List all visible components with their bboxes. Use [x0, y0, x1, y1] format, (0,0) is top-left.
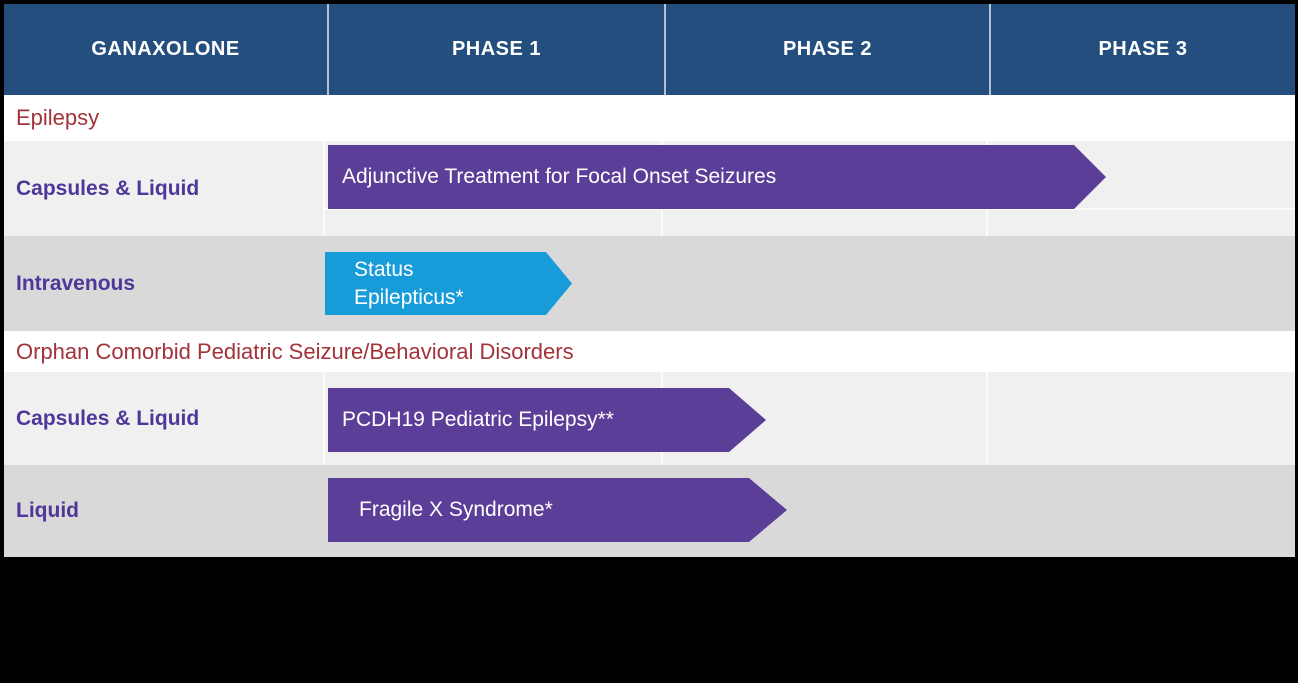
grid-hline	[324, 208, 1295, 210]
header-cell-ganaxolone: GANAXOLONE	[4, 4, 327, 95]
pipeline-bar-pcdh19: PCDH19 Pediatric Epilepsy**	[328, 388, 766, 452]
pipeline-bar-focal-onset: Adjunctive Treatment for Focal Onset Sei…	[328, 145, 1106, 209]
slide-footer-black-area	[0, 557, 1298, 683]
section-label: Orphan Comorbid Pediatric Seizure/Behavi…	[16, 338, 574, 364]
header-cell-phase-3: PHASE 3	[991, 4, 1295, 95]
section-row-orphan-comorbid: Orphan Comorbid Pediatric Seizure/Behavi…	[4, 331, 1295, 372]
bar-label: Adjunctive Treatment for Focal Onset Sei…	[342, 165, 777, 189]
header-cell-phase-1: PHASE 1	[329, 4, 664, 95]
bar-label: PCDH19 Pediatric Epilepsy**	[342, 408, 614, 432]
row-label: Capsules & Liquid	[16, 176, 200, 200]
header-row: GANAXOLONE PHASE 1 PHASE 2 PHASE 3	[4, 4, 1295, 95]
section-row-epilepsy: Epilepsy	[4, 95, 1295, 141]
grid-vline	[323, 372, 325, 465]
row-label: Capsules & Liquid	[16, 406, 200, 430]
bar-label: Fragile X Syndrome*	[359, 498, 553, 522]
program-row-intravenous: Intravenous	[4, 236, 1295, 331]
pipeline-bar-status-epilepticus: Status Epilepticus*	[325, 252, 572, 315]
row-label: Liquid	[16, 499, 79, 522]
pipeline-bar-fragile-x: Fragile X Syndrome*	[328, 478, 787, 542]
grid-vline	[323, 141, 325, 236]
row-label: Intravenous	[16, 271, 136, 295]
bar-label: Status Epilepticus*	[354, 258, 464, 309]
header-cell-phase-2: PHASE 2	[666, 4, 989, 95]
grid-vline	[986, 372, 988, 465]
section-label: Epilepsy	[16, 105, 100, 130]
